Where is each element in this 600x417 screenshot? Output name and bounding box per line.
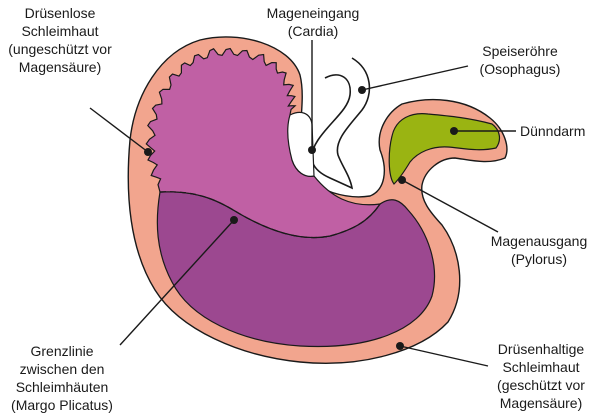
dot-magenausgang [398,176,406,184]
dot-druesenlose [144,148,152,156]
label-line: (Pylorus) [510,251,567,267]
leader-druesenlose [89,107,149,153]
label-grenzlinie: Grenzlinie zwischen den Schleimhäuten (M… [2,342,122,414]
label-line: Magensäure) [18,59,102,75]
label-druesenlose: Drüsenlose Schleimhaut (ungeschützt vor … [2,4,118,76]
label-line: Schleimhaut [502,359,580,375]
leader-dots [144,86,458,350]
label-line: (Osophagus) [479,61,561,77]
label-line: Mageneingang [266,5,360,21]
leader-lines [89,40,516,367]
label-duenndarm: Dünndarm [520,122,598,140]
leader-magenausgang [401,179,499,233]
dot-speiseroehre [358,86,366,94]
label-line: Grenzlinie [30,343,94,359]
label-line: Dünndarm [520,123,586,139]
label-line: Schleimhäuten [15,379,109,395]
label-line: (Cardia) [287,23,339,39]
dot-duenndarm [450,127,458,135]
leader-speiseroehre [361,65,469,91]
margo-plicatus-line [159,191,381,239]
label-speiseroehre: Speiseröhre (Osophagus) [464,42,576,78]
label-mageneingang: Mageneingang (Cardia) [258,4,368,40]
label-druesenhaltige: Drüsenhaltige Schleimhaut (geschützt vor… [486,340,596,412]
label-line: Schleimhaut [21,23,99,39]
dot-grenzlinie [230,216,238,224]
label-line: Magenausgang [490,233,588,249]
leader-druesenhaltige [399,345,489,367]
label-line: (Margo Plicatus) [11,397,113,413]
dot-mageneingang [308,146,316,154]
label-line: Drüsenhaltige [497,341,585,357]
label-line: zwischen den [19,361,105,377]
label-line: (ungeschützt vor [8,41,112,57]
label-line: Magensäure) [499,395,583,411]
label-line: (geschützt vor [497,377,585,393]
dot-druesenhaltige [396,342,404,350]
leader-grenzlinie [119,219,235,346]
esophagus [310,57,371,190]
label-line: Speiseröhre [482,43,558,59]
label-line: Drüsenlose [24,5,96,21]
label-magenausgang: Magenausgang (Pylorus) [482,232,596,268]
cardia-gap [287,111,315,177]
